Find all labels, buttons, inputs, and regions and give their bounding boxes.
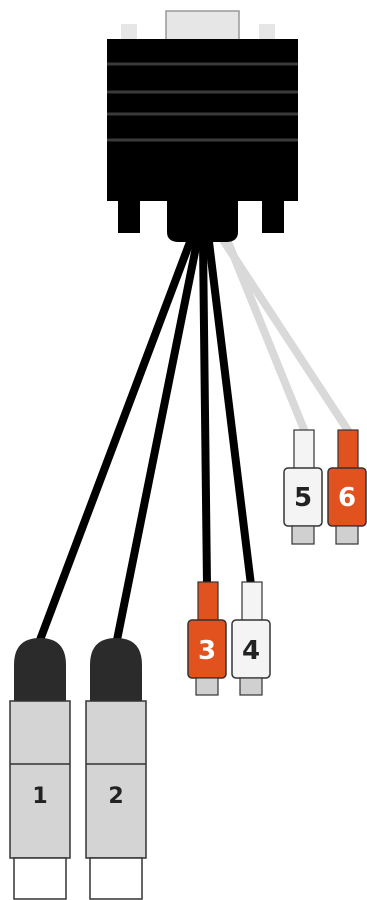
cable-1	[36, 238, 194, 644]
plug-boot	[14, 638, 66, 702]
rca-plug-4: 4	[231, 581, 271, 696]
plug-4-label: 4	[242, 636, 260, 666]
bnc-plug-2: 2	[85, 638, 147, 900]
bnc-plug-1: 1	[9, 638, 71, 900]
plug-tip	[291, 525, 315, 545]
cable-6	[219, 236, 353, 436]
cables	[36, 236, 353, 644]
plug-3-label: 3	[198, 636, 216, 666]
plug-tip	[195, 677, 219, 696]
connector-right-screw	[262, 199, 284, 233]
connector-tab	[165, 10, 240, 43]
plug-tip	[335, 525, 359, 545]
plug-neck	[241, 581, 263, 623]
plug-neck	[293, 429, 315, 471]
plug-6-label: 6	[338, 483, 356, 513]
cable-4	[205, 238, 255, 589]
rca-plug-6: 6	[327, 429, 367, 545]
plug-neck	[337, 429, 359, 471]
plug-sleeve	[9, 700, 71, 859]
plug-boot	[90, 638, 142, 702]
rca-plug-3: 3	[187, 581, 227, 696]
plug-1-label: 1	[32, 784, 47, 809]
connector-body	[107, 39, 298, 201]
plug-ferrule	[13, 857, 67, 900]
plug-2-label: 2	[108, 784, 123, 809]
rca-plug-5: 5	[283, 429, 323, 545]
plug-ferrule	[89, 857, 143, 900]
cable-2	[113, 238, 201, 644]
plug-sleeve	[85, 700, 147, 859]
connector-strain-relief	[167, 199, 238, 242]
plug-tip	[239, 677, 263, 696]
plug-5-label: 5	[294, 483, 312, 513]
plug-neck	[197, 581, 219, 623]
vga-connector	[107, 10, 298, 242]
cable-3	[199, 238, 211, 589]
connector-left-screw	[118, 199, 140, 233]
